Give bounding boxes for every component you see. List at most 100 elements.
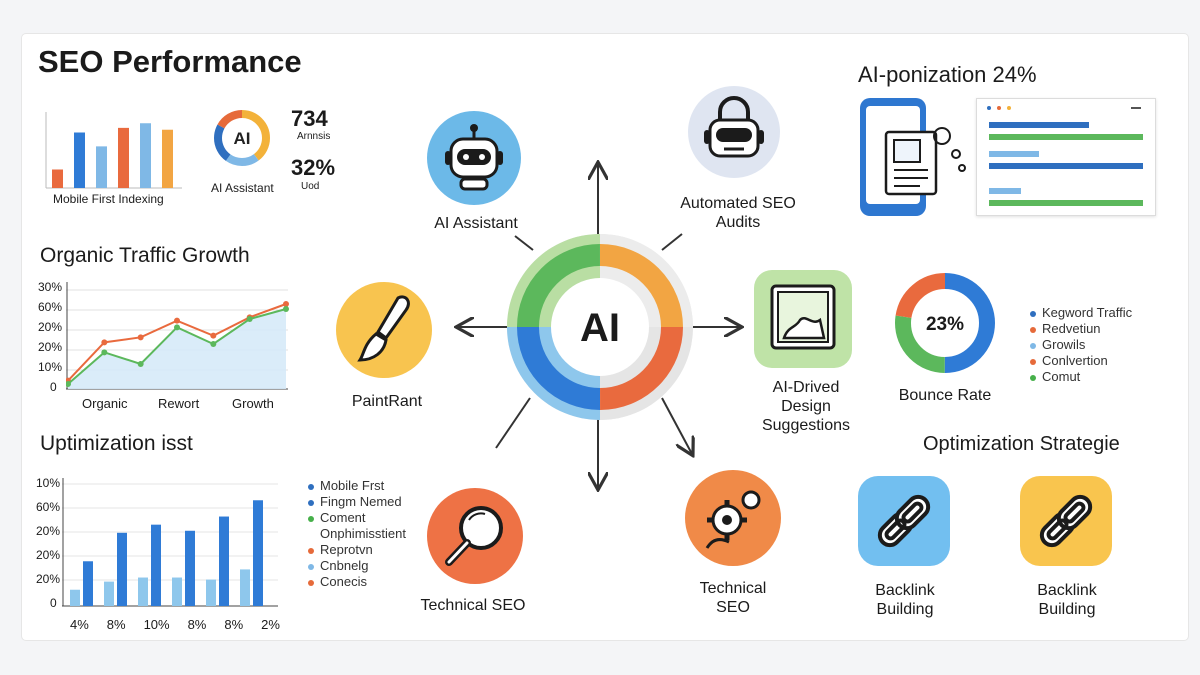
legend-label: Fingm Nemed (320, 494, 402, 509)
y-tick: 20% (38, 320, 63, 334)
mini-bar (140, 123, 151, 188)
opt-bar (206, 579, 216, 606)
organic-yticks: 30% 60% 20% 20% 10% 0 (38, 280, 64, 394)
page-title: SEO Performance (38, 44, 302, 79)
stat-2-sub: Uod (301, 181, 320, 192)
legend-swatch (308, 563, 314, 570)
ai-assistant-node[interactable] (427, 111, 521, 205)
legend-item: Kegword Traffic (1030, 305, 1132, 321)
legend-swatch (308, 499, 314, 506)
legend-label: Reprotvn (320, 542, 373, 557)
opt-bar (83, 561, 93, 606)
legend-item: Growils (1030, 337, 1132, 353)
organic-point (137, 334, 144, 341)
legend-item: Coment (308, 510, 406, 526)
technical-seo-left-label: Technical SEO (420, 597, 526, 614)
ai-assistant-donut: AI (214, 110, 270, 166)
backlink-node-2[interactable] (1020, 476, 1112, 566)
design-frame-icon (770, 284, 836, 350)
legend-item: Reprotvn (308, 542, 406, 558)
legend-item: Fingm Nemed (308, 494, 406, 510)
paintrant-node[interactable] (336, 282, 432, 378)
legend-swatch (308, 579, 314, 586)
chain-link-icon (877, 494, 931, 548)
opt-bar (70, 589, 80, 606)
report-bars (987, 106, 1143, 206)
y-tick: 0 (50, 596, 57, 610)
x-tick: 8% (106, 617, 126, 632)
hub-arrows (440, 150, 760, 500)
connector-audits (661, 233, 683, 251)
ai-assistant-label: AI Assistant (434, 215, 518, 232)
backlink-label-2: Backlink Building (1037, 582, 1097, 618)
organic-point (174, 324, 180, 331)
organic-point (210, 332, 217, 339)
optimization-bar-chart (62, 478, 278, 607)
y-tick: 20% (36, 548, 61, 562)
legend-item: Conecis (308, 574, 406, 590)
mini-bar-chart (45, 112, 182, 189)
mini-bar-label: Mobile First Indexing (53, 192, 164, 206)
ai-design-node[interactable] (754, 270, 852, 368)
opt-bar (151, 524, 161, 606)
legend-swatch (308, 483, 314, 490)
ai-ponization-title: AI-ponization 24% (858, 62, 1037, 87)
optlist-yticks: 10% 60% 20% 20% 20% 0 (36, 476, 62, 610)
report-panel (976, 98, 1156, 216)
arrow-technical-right (661, 397, 692, 454)
organic-point (283, 306, 289, 312)
automated-audits-label: Automated SEO Audits (680, 195, 796, 231)
y-tick: 0 (50, 380, 57, 394)
stat-1-value: 734 (291, 106, 328, 131)
technical-seo-left-node[interactable] (427, 488, 523, 584)
legend-swatch (308, 547, 314, 554)
organic-point (283, 301, 289, 307)
opt-bar (219, 516, 229, 606)
donut-center-text: AI (234, 129, 251, 148)
opt-bar (172, 577, 182, 606)
opt-bar (240, 569, 250, 606)
legend-label: Kegword Traffic (1042, 305, 1133, 320)
document-icon (884, 127, 966, 196)
legend-item: Onphimisstient (308, 526, 406, 542)
y-tick: 20% (38, 340, 63, 354)
x-tick: 2% (261, 617, 280, 632)
strategies-title: Optimization Strategie (923, 433, 1120, 455)
organic-area (68, 309, 286, 389)
organic-title: Organic Traffic Growth (40, 244, 250, 267)
x-tick: 10% (143, 617, 170, 632)
x-tick: 8% (187, 617, 207, 632)
ai-hub: AI (507, 234, 693, 420)
automated-audits-node[interactable] (688, 86, 780, 178)
chain-link-icon (1039, 494, 1093, 548)
stat-1-sub: Arnnsis (297, 131, 331, 142)
legend-swatch (1030, 342, 1036, 349)
robot-icon (445, 124, 503, 191)
y-tick: 10% (36, 476, 61, 490)
organic-point (210, 341, 217, 347)
legend-swatch (308, 531, 314, 538)
organic-point (101, 339, 108, 346)
ai-design-label: AI-Drived Design Suggestions (761, 379, 851, 434)
connector-ai-assistant (514, 235, 534, 251)
backlink-node-1[interactable] (858, 476, 950, 566)
legend-item: Cnbnelg (308, 558, 406, 574)
opt-bar (253, 500, 263, 606)
bounce-legend: Kegword Traffic Redvetiun Growils Conlve… (1030, 305, 1132, 385)
bounce-value: 23% (926, 314, 964, 335)
optlist-xticks: 4% 8% 10% 8% 8% 2% (70, 617, 280, 632)
paintrant-label: PaintRant (351, 393, 423, 410)
gears-icon (705, 490, 761, 549)
technical-seo-right-node[interactable] (685, 470, 781, 566)
legend-item: Redvetiun (1030, 321, 1132, 337)
legend-label: Cnbnelg (320, 558, 369, 573)
connector-technical-left (495, 397, 531, 449)
opt-bar (185, 530, 195, 606)
y-tick: 30% (38, 280, 63, 294)
opt-bar (104, 581, 114, 606)
organic-point (137, 361, 144, 367)
stat-2-value: 32% (291, 155, 336, 180)
organic-point (246, 316, 253, 322)
legend-label: Growils (1042, 337, 1086, 352)
y-tick: 20% (36, 524, 61, 538)
